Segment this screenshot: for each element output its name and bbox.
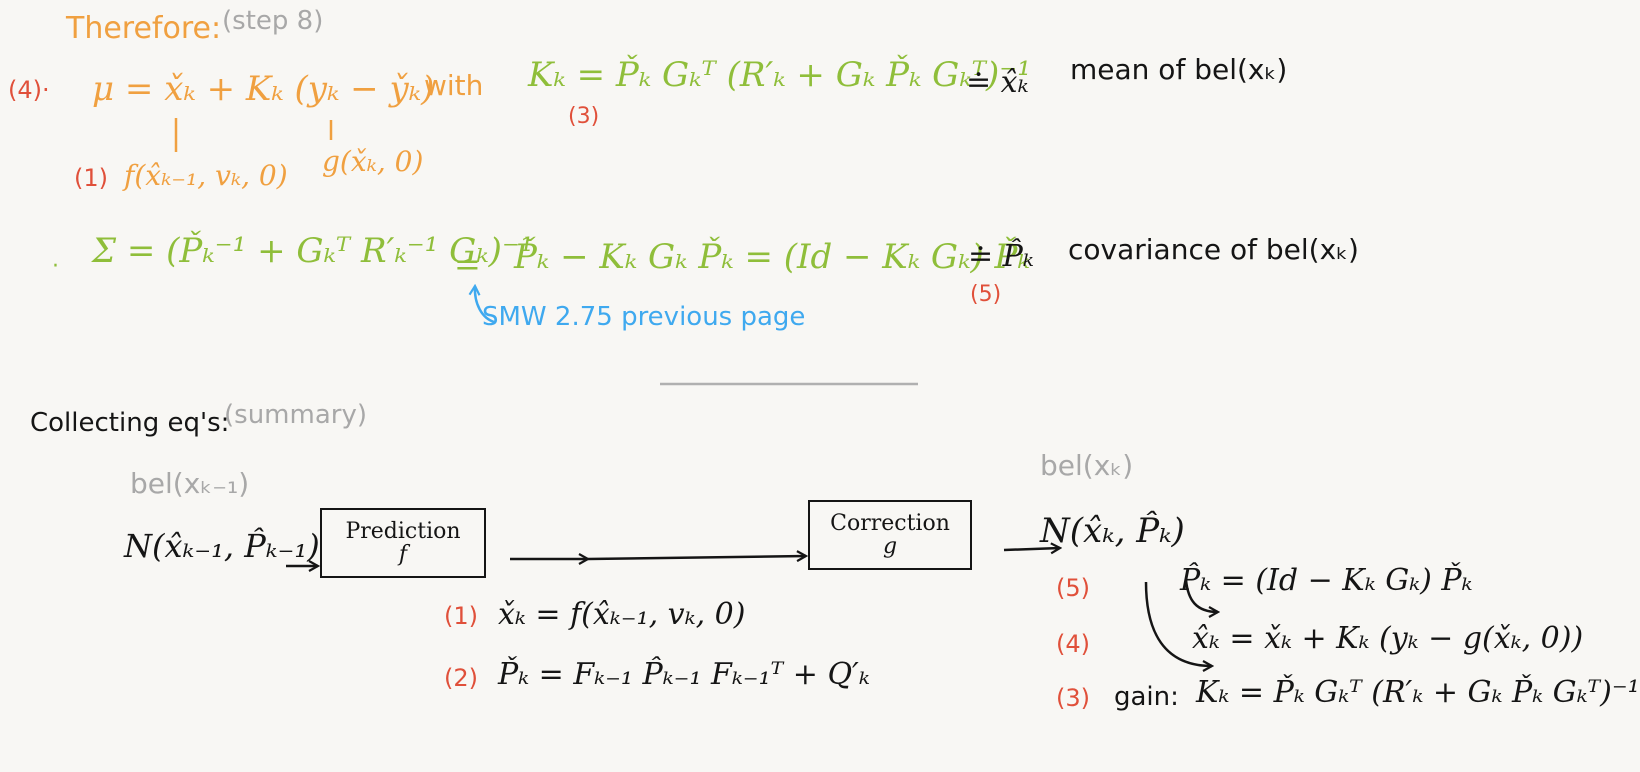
eq2-number: (2) <box>444 664 478 692</box>
arrow-to-mean-eq <box>1144 581 1212 666</box>
correction-mean-eq: x̂ₖ = x̌ₖ + Kₖ (yₖ − g(x̌ₖ, 0)) <box>1192 621 1584 656</box>
eq5-number-top: (5) <box>970 282 1002 307</box>
prediction-mean-eq: x̌ₖ = f(x̂ₖ₋₁, vₖ, 0) <box>498 597 746 632</box>
eq1-number: (1) <box>444 602 478 630</box>
smw-arrow <box>475 286 495 324</box>
gain-label: gain: <box>1114 682 1179 712</box>
arrow-correction-to-posterior <box>1003 548 1060 550</box>
correction-title: Correction <box>830 510 950 536</box>
covariance-equation-b: P̌ₖ − Kₖ Gₖ P̌ₖ = (Id − Kₖ Gₖ) P̌ₖ <box>514 237 1030 277</box>
kalman-gain-equation: Kₖ = P̌ₖ Gₖᵀ (R′ₖ + Gₖ P̌ₖ Gₖᵀ)⁻¹ <box>528 55 1031 95</box>
covariance-equals: = <box>454 245 481 283</box>
prior-distribution: N(x̂ₖ₋₁, P̂ₖ₋₁) <box>124 527 320 565</box>
f-expression: f(x̂ₖ₋₁, vₖ, 0) <box>124 159 288 192</box>
mean-symbol: ≐ x̂ₖ <box>966 65 1029 100</box>
prediction-function: f <box>398 542 408 567</box>
covariance-label: covariance of bel(xₖ) <box>1068 233 1359 266</box>
gain-eq: Kₖ = P̌ₖ Gₖᵀ (R′ₖ + Gₖ P̌ₖ Gₖᵀ)⁻¹ <box>1196 675 1640 710</box>
summary-heading: Collecting eq's: <box>30 408 230 438</box>
posterior-distribution: N(x̂ₖ, P̂ₖ) <box>1040 511 1185 551</box>
arrow-to-covariance-eq <box>1184 579 1218 612</box>
eq4-number: (4) <box>1056 630 1090 658</box>
g-expression: g(x̌ₖ, 0) <box>322 145 424 178</box>
cov-bullet: · <box>52 254 59 279</box>
prediction-title: Prediction <box>345 518 461 544</box>
mean-update-equation: μ = x̌ₖ + Kₖ (yₖ − y̌ₖ) <box>92 69 435 109</box>
correction-function: g <box>882 534 898 559</box>
prediction-block: Prediction f <box>320 508 486 578</box>
belief-k-label: bel(xₖ) <box>1040 449 1134 482</box>
eq3-number: (3) <box>568 104 600 129</box>
arrow-to-correction <box>587 556 806 559</box>
eq1-number-top: (1) <box>74 164 108 192</box>
eq3-number: (3) <box>1056 684 1090 712</box>
smw-note: SMW 2.75 previous page <box>482 302 806 332</box>
therefore-heading: Therefore: <box>66 11 222 46</box>
with-label: with <box>424 69 484 102</box>
summary-subtitle: (summary) <box>224 400 367 430</box>
correction-block: Correction g <box>808 500 972 570</box>
mean-label: mean of bel(xₖ) <box>1070 53 1288 86</box>
belief-prev-label: bel(xₖ₋₁) <box>130 467 250 500</box>
covariance-equation-a: Σ = (P̌ₖ⁻¹ + Gₖᵀ R′ₖ⁻¹ Gₖ)⁻¹ <box>92 231 534 271</box>
step-label: (step 8) <box>222 6 324 36</box>
eq5-number: (5) <box>1056 574 1090 602</box>
covariance-symbol: ≐ P̂ₖ <box>968 239 1034 274</box>
correction-covariance-eq: P̂ₖ = (Id − Kₖ Gₖ) P̌ₖ <box>1180 563 1473 598</box>
prediction-covariance-eq: P̌ₖ = Fₖ₋₁ P̂ₖ₋₁ Fₖ₋₁ᵀ + Q′ₖ <box>498 657 870 692</box>
eq4-number: (4)· <box>8 76 50 104</box>
